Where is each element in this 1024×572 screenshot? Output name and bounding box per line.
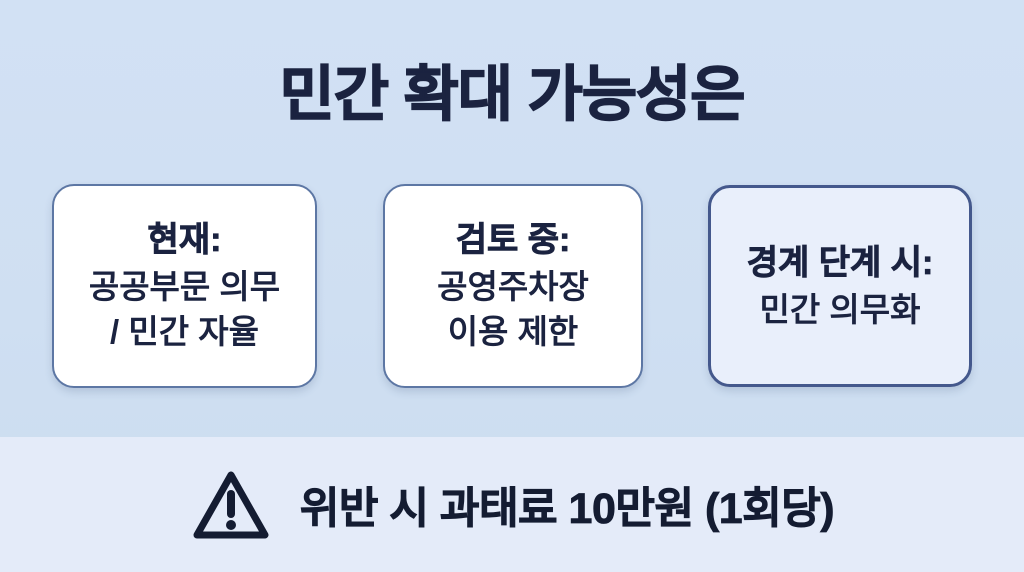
flow-box-current: 현재: 공공부문 의무 / 민간 자율 xyxy=(52,184,317,388)
flow-box-alert-stage: 경계 단계 시: 민간 의무화 xyxy=(708,185,972,387)
warning-triangle-icon xyxy=(193,471,269,538)
penalty-text: 위반 시 과태료 10만원 (1회당) xyxy=(299,484,835,533)
page-title: 민간 확대 가능성은 xyxy=(279,60,746,129)
box-heading: 검토 중: xyxy=(455,221,571,260)
box-line: 공공부문 의무 xyxy=(88,267,281,305)
box-heading: 현재: xyxy=(147,221,222,260)
box-line: / 민간 자율 xyxy=(110,313,259,351)
flow-diagram: 현재: 공공부문 의무 / 민간 자율 검토 중: 공영주차장 이용 제한 경계… xyxy=(0,184,1024,488)
box-line: 이용 제한 xyxy=(447,313,579,351)
penalty-banner: 위반 시 과태료 10만원 (1회당) xyxy=(0,437,1024,572)
box-line: 공영주차장 xyxy=(437,267,589,305)
box-line: 민간 의무화 xyxy=(759,290,921,328)
flow-box-review: 검토 중: 공영주차장 이용 제한 xyxy=(383,184,643,388)
box-heading: 경계 단계 시: xyxy=(746,243,934,282)
